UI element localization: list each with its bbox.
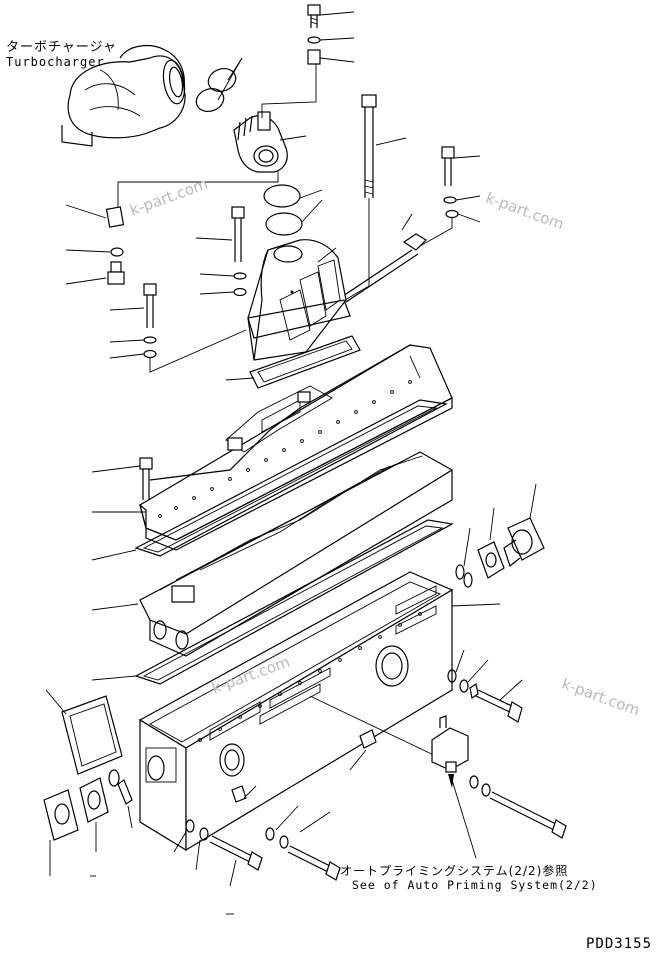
bolt-right-top xyxy=(419,146,481,247)
long-bolt xyxy=(344,94,407,301)
turbocharger-part xyxy=(61,44,186,147)
aftercooler-core xyxy=(91,451,454,657)
bolt-top xyxy=(261,4,355,118)
housing-bolt-lower-right xyxy=(469,775,567,839)
housing-bolts-bottom xyxy=(173,785,341,887)
o-ring-pair-top xyxy=(195,57,243,112)
reference-label-jp: オートプライミングシステム(2/2)参照 xyxy=(340,864,569,878)
drain-plug xyxy=(349,729,377,771)
drawing-code: PDD3155 xyxy=(586,936,653,952)
bolt-left-lower xyxy=(109,283,247,373)
right-side-fittings xyxy=(455,483,545,588)
leader-bracket-left xyxy=(117,170,279,212)
core-gasket xyxy=(91,519,454,685)
o-ring-pair-middle xyxy=(263,184,323,236)
manifold-gasket xyxy=(225,335,361,389)
clip-bracket-left xyxy=(65,204,125,285)
priming-bracket xyxy=(309,695,477,859)
housing-bolt-right xyxy=(447,649,523,723)
left-gasket xyxy=(45,689,123,775)
left-flange xyxy=(43,777,109,876)
cover-gasket xyxy=(91,399,448,561)
intake-manifold xyxy=(247,239,351,361)
turbocharger-label-jp: ターボチャージャ xyxy=(6,40,117,55)
aftercooler-housing xyxy=(138,571,501,852)
bolt-mid xyxy=(195,206,247,297)
cover-bolt xyxy=(91,457,153,500)
turbocharger-label-en: Turbocharger xyxy=(6,55,105,69)
breather-tube xyxy=(339,213,427,303)
elbow-connector xyxy=(233,111,307,173)
reference-label-en: See of Auto Priming System(2/2) xyxy=(352,878,598,892)
left-o-rings xyxy=(108,769,133,829)
aftercooler-cover xyxy=(92,344,453,551)
